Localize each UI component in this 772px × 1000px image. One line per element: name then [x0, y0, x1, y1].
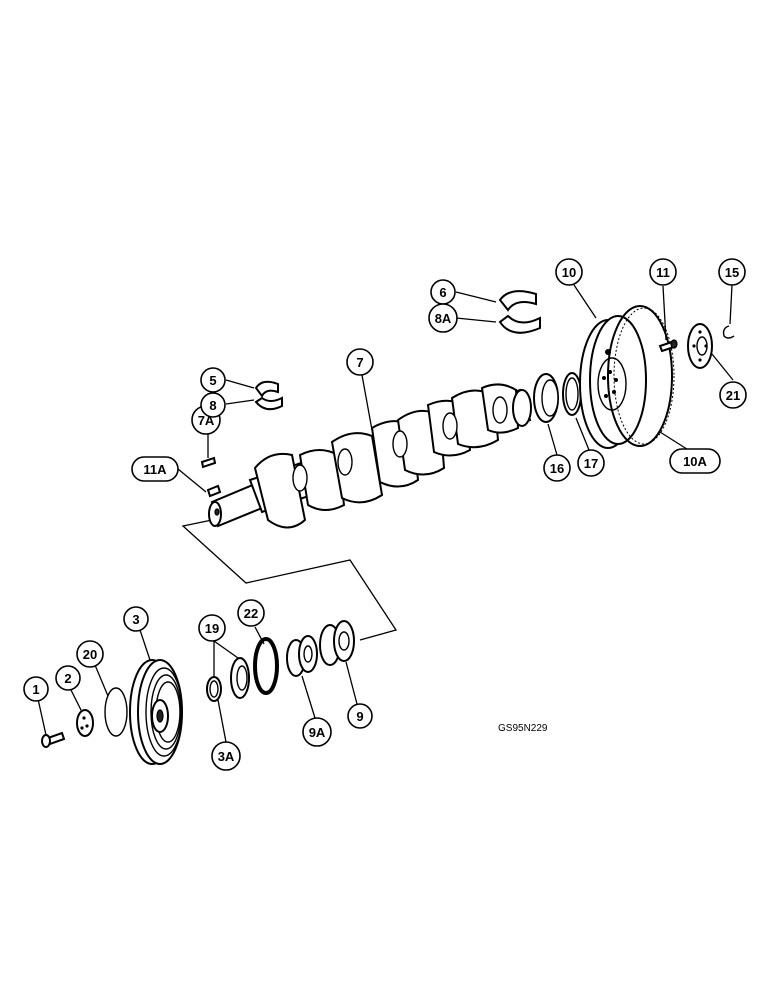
part-main-bearing-lower — [254, 396, 283, 411]
callout-8: 8 — [200, 392, 226, 418]
callout-11a: 11A — [131, 456, 179, 482]
part-pin — [200, 456, 217, 469]
svg-text:10A: 10A — [683, 454, 707, 469]
part-sleeve — [206, 676, 222, 702]
callout-10: 10 — [555, 258, 583, 286]
svg-text:2: 2 — [64, 671, 71, 686]
part-rear-ring — [562, 372, 582, 416]
svg-text:17: 17 — [584, 456, 598, 471]
svg-text:1: 1 — [32, 682, 39, 697]
part-key — [206, 484, 222, 498]
part-gear-9 — [319, 620, 355, 666]
callout-16: 16 — [543, 454, 571, 482]
assembly-line — [181, 519, 398, 641]
part-flywheel-bolt — [658, 339, 678, 353]
svg-text:9A: 9A — [309, 725, 326, 740]
callout-3: 3 — [123, 606, 149, 632]
callout-2: 2 — [55, 665, 81, 691]
part-seal — [230, 657, 250, 699]
svg-text:15: 15 — [725, 265, 739, 280]
svg-text:10: 10 — [562, 265, 576, 280]
svg-text:8A: 8A — [435, 311, 452, 326]
callout-1: 1 — [23, 676, 49, 702]
callout-15: 15 — [718, 258, 746, 286]
callout-19: 19 — [198, 614, 226, 642]
svg-text:3: 3 — [132, 612, 139, 627]
part-cap-screw — [41, 731, 66, 748]
part-plate — [687, 323, 713, 369]
part-ring-gear — [607, 305, 675, 447]
svg-text:6: 6 — [439, 285, 446, 300]
callout-8a: 8A — [428, 303, 458, 333]
part-gear-9a — [286, 635, 318, 677]
part-ring — [253, 637, 279, 695]
callout-9a: 9A — [302, 717, 332, 747]
callout-11: 11 — [649, 258, 677, 286]
part-crankshaft-pulley — [129, 659, 183, 765]
callout-9: 9 — [347, 703, 373, 729]
callout-21: 21 — [719, 381, 747, 409]
callout-5: 5 — [200, 367, 226, 393]
svg-text:19: 19 — [205, 621, 219, 636]
svg-text:7: 7 — [356, 355, 363, 370]
part-retainer — [722, 325, 735, 339]
svg-text:3A: 3A — [218, 749, 235, 764]
svg-text:20: 20 — [83, 647, 97, 662]
svg-text:16: 16 — [550, 461, 564, 476]
callout-17: 17 — [577, 449, 605, 477]
svg-text:22: 22 — [244, 606, 258, 621]
callout-7: 7 — [346, 348, 374, 376]
part-bearing-lower — [498, 314, 541, 334]
part-gasket — [104, 687, 128, 737]
figure-reference: GS95N229 — [498, 723, 548, 734]
callout-22: 22 — [237, 599, 265, 627]
callout-20: 20 — [76, 640, 104, 668]
callout-10a: 10A — [669, 448, 721, 474]
part-crankshaft — [208, 383, 532, 529]
part-washer — [76, 709, 94, 737]
svg-text:5: 5 — [209, 373, 216, 388]
part-bearing-upper — [498, 290, 537, 312]
svg-text:9: 9 — [356, 709, 363, 724]
svg-text:21: 21 — [726, 388, 740, 403]
callout-3a: 3A — [211, 741, 241, 771]
svg-text:11: 11 — [656, 265, 670, 280]
part-rear-seal — [533, 373, 559, 423]
svg-text:11A: 11A — [143, 462, 167, 477]
callout-6: 6 — [430, 279, 456, 305]
part-main-bearing-upper — [254, 380, 279, 398]
svg-text:8: 8 — [209, 398, 216, 413]
